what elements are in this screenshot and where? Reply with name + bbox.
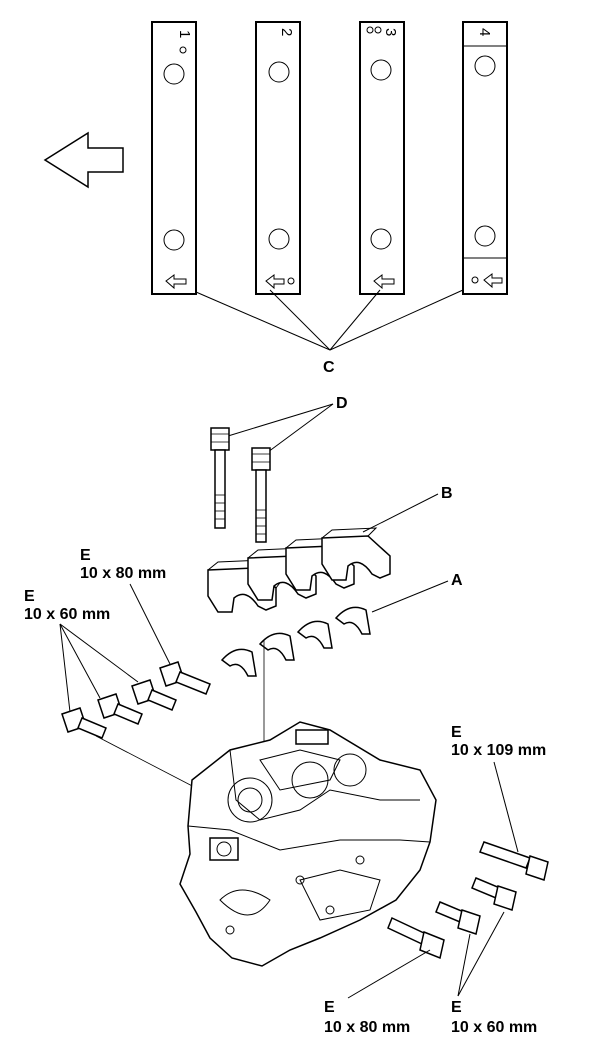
engine-block [179, 721, 437, 967]
e-60-left-letter: E [24, 588, 35, 605]
e-60-left-size: 10 x 60 mm [24, 606, 110, 623]
side-bolt-e60-left-3 [61, 707, 107, 739]
side-bolt-e60-left-2 [97, 693, 143, 725]
side-bolt-e60-bottom-2 [435, 901, 481, 935]
e-80-bottom-letter: E [324, 999, 335, 1016]
front-arrow-icon [43, 131, 124, 189]
cap-1-number: 1 [176, 30, 193, 38]
cap-bolt-d-2 [251, 447, 271, 543]
e-60-bottom-size: 10 x 60 mm [451, 1019, 537, 1036]
e-60-bottom-letter: E [451, 999, 462, 1016]
e-109-right-letter: E [451, 724, 462, 741]
bearing-cap-3d-4 [321, 527, 391, 581]
e-80-bottom-size: 10 x 80 mm [324, 1019, 410, 1036]
label-c-leaders [195, 289, 464, 351]
side-bolt-e60-left-1 [131, 679, 177, 711]
label-d: D [336, 395, 348, 412]
bearing-cap-1: 1 [151, 21, 197, 295]
cap-bolt-d-1 [210, 427, 230, 529]
label-b: B [441, 485, 453, 502]
side-bolt-e80-left [159, 661, 211, 695]
e-109-right-size: 10 x 109 mm [451, 742, 546, 759]
side-bolt-e60-bottom-1 [471, 877, 517, 911]
side-bolt-e80-bottom [387, 916, 445, 960]
side-bolt-e109-right [479, 841, 549, 881]
bearing-cap-4: 4 [462, 21, 508, 295]
bearing-cap-2: 2 [255, 21, 301, 295]
label-a: A [451, 572, 463, 589]
e-80-left-letter: E [80, 547, 91, 564]
cap-2-number: 2 [278, 28, 295, 36]
cap-4-number: 4 [476, 28, 493, 36]
label-c: C [323, 359, 335, 376]
bearing-cap-3: 3 [359, 21, 405, 295]
e-80-left-size: 10 x 80 mm [80, 565, 166, 582]
bearing-shells [220, 606, 371, 677]
cap-3-number: 3 [382, 28, 399, 36]
